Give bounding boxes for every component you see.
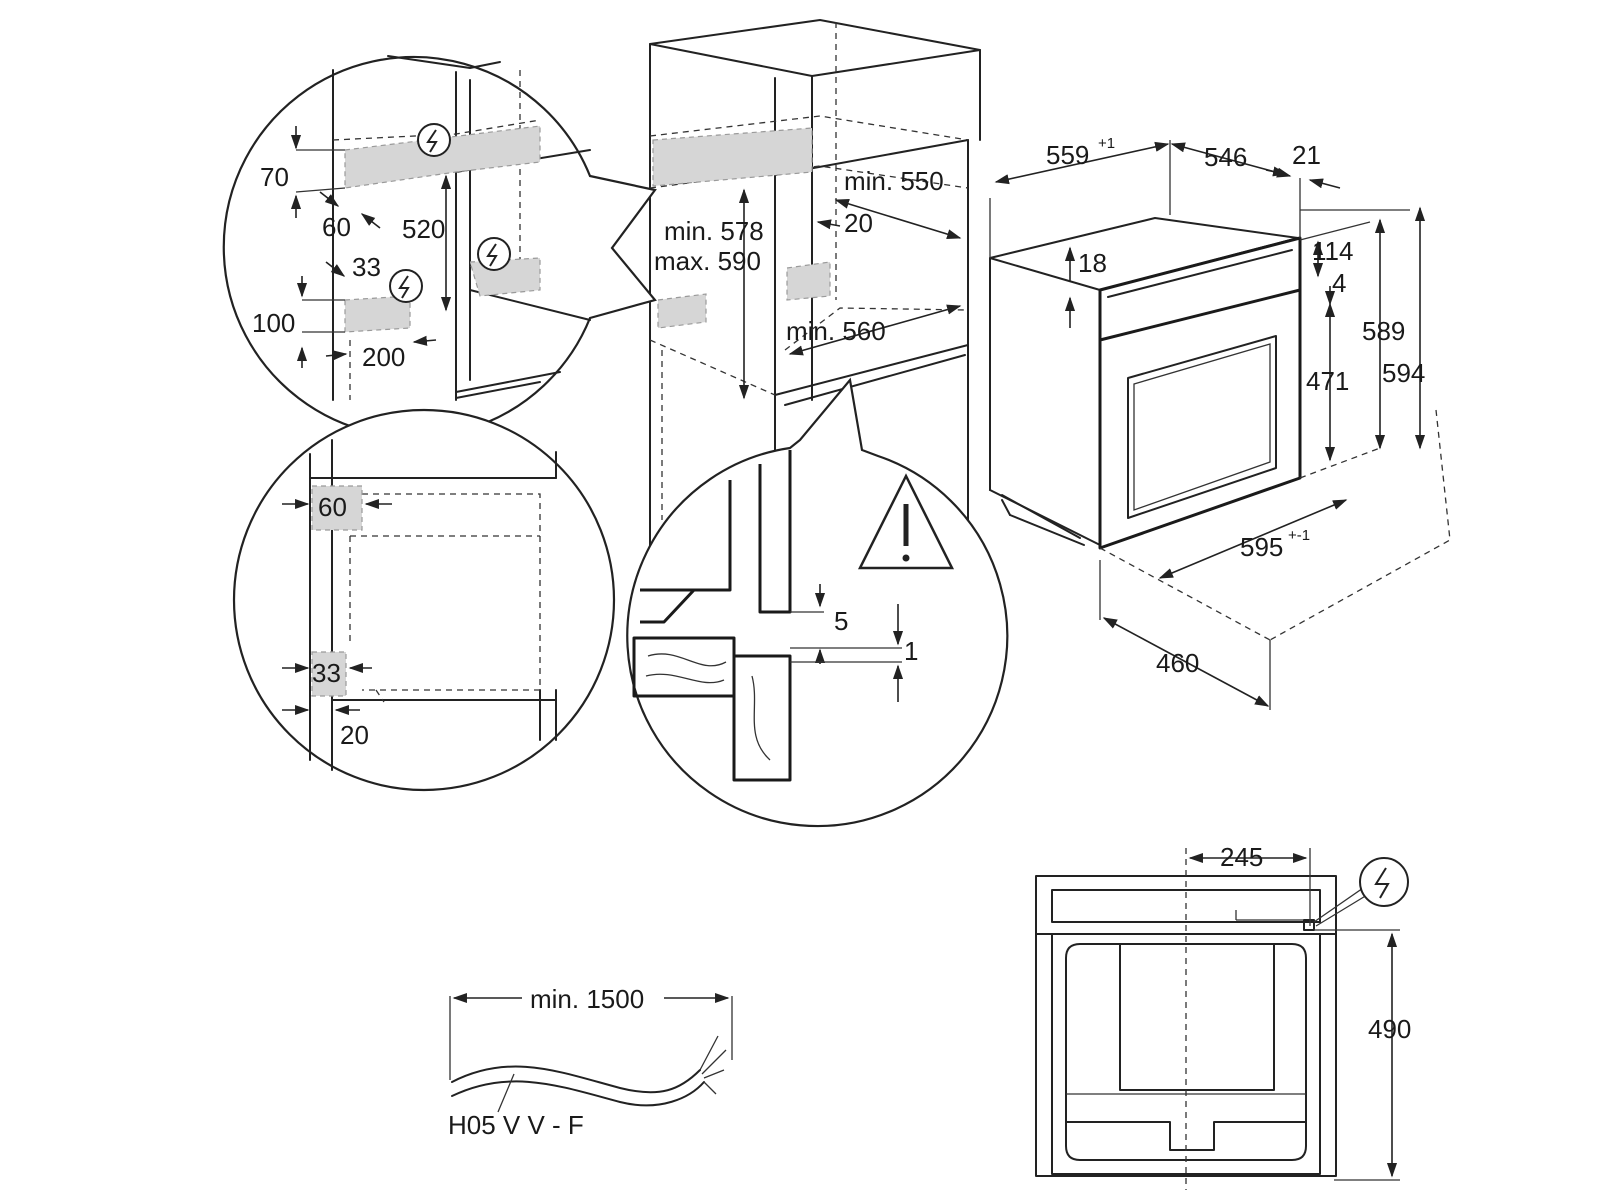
label-200: 200 <box>362 342 405 372</box>
label-20-side: 20 <box>340 720 369 750</box>
label-559: 559 <box>1046 140 1089 170</box>
detail-circle-side-view <box>232 408 616 792</box>
label-33: 33 <box>352 252 381 282</box>
label-min550: min. 550 <box>844 166 944 196</box>
label-60-box: 60 <box>318 492 347 522</box>
label-471: 471 <box>1306 366 1349 396</box>
label-100: 100 <box>252 308 295 338</box>
label-cable-type: H05 V V - F <box>448 1110 584 1140</box>
label-595: 595 <box>1240 532 1283 562</box>
label-245: 245 <box>1220 842 1263 872</box>
label-546: 546 <box>1204 142 1247 172</box>
label-21: 21 <box>1292 140 1321 170</box>
label-520: 520 <box>402 214 445 244</box>
label-18: 18 <box>1078 248 1107 278</box>
power-cable <box>449 992 733 1113</box>
cabinet-niche <box>649 19 981 561</box>
detail-circle-mounting <box>626 377 1009 828</box>
label-5: 5 <box>834 606 848 636</box>
oven-dims <box>989 140 1451 710</box>
label-60: 60 <box>322 212 351 242</box>
label-114: 114 <box>1312 236 1353 266</box>
electrical-warning-icon <box>389 123 511 303</box>
oven-body <box>989 217 1302 550</box>
label-cable-length: min. 1500 <box>530 984 644 1014</box>
label-595-tol: +-1 <box>1288 527 1310 544</box>
oven-front-view <box>1035 848 1409 1190</box>
label-559-tol: +1 <box>1098 135 1115 152</box>
label-4: 4 <box>1332 268 1346 298</box>
label-594: 594 <box>1382 358 1425 388</box>
label-20-niche: 20 <box>844 208 873 238</box>
label-1: 1 <box>904 636 918 666</box>
label-min560: min. 560 <box>786 316 886 346</box>
label-max590: max. 590 <box>654 246 761 276</box>
label-70: 70 <box>260 162 289 192</box>
label-490: 490 <box>1368 1014 1411 1044</box>
label-33-box: 33 <box>312 658 341 688</box>
label-589: 589 <box>1362 316 1405 346</box>
label-min578: min. 578 <box>664 216 764 246</box>
label-460: 460 <box>1156 648 1199 678</box>
detail-circle-electrical <box>222 55 657 439</box>
